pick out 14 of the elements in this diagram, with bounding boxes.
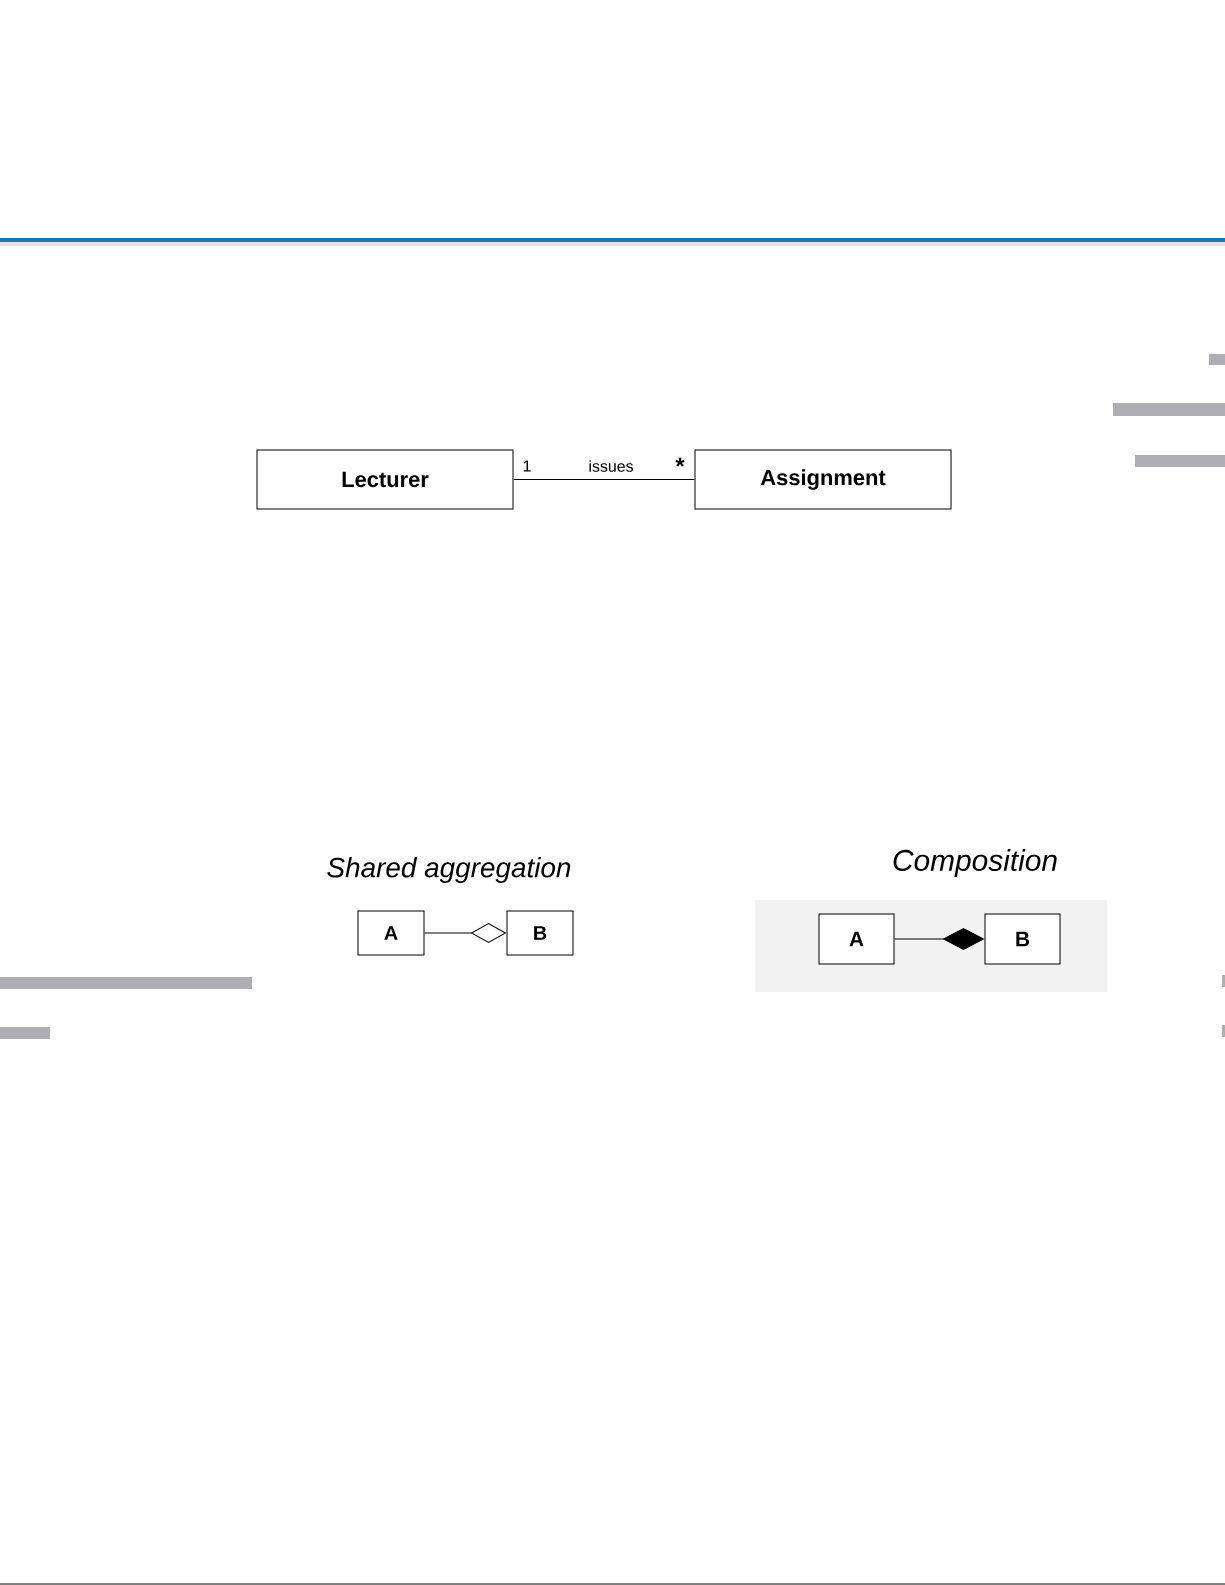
caption-label: Shared aggregation (327, 857, 571, 883)
class-box: A (357, 910, 425, 956)
class-box: Assignment (694, 449, 952, 510)
edge-label: issues (589, 460, 633, 472)
association-line (424, 923, 506, 943)
multiplicity-label: 1 (523, 460, 531, 472)
association-line (894, 928, 984, 950)
class-box: B (506, 910, 574, 956)
class-box: B (984, 913, 1061, 965)
class-box: Lecturer (256, 449, 514, 510)
class-box: A (818, 913, 895, 965)
association-line (513, 479, 695, 480)
multiplicity-label: * (675, 457, 685, 467)
caption-label: Composition (893, 849, 1057, 877)
